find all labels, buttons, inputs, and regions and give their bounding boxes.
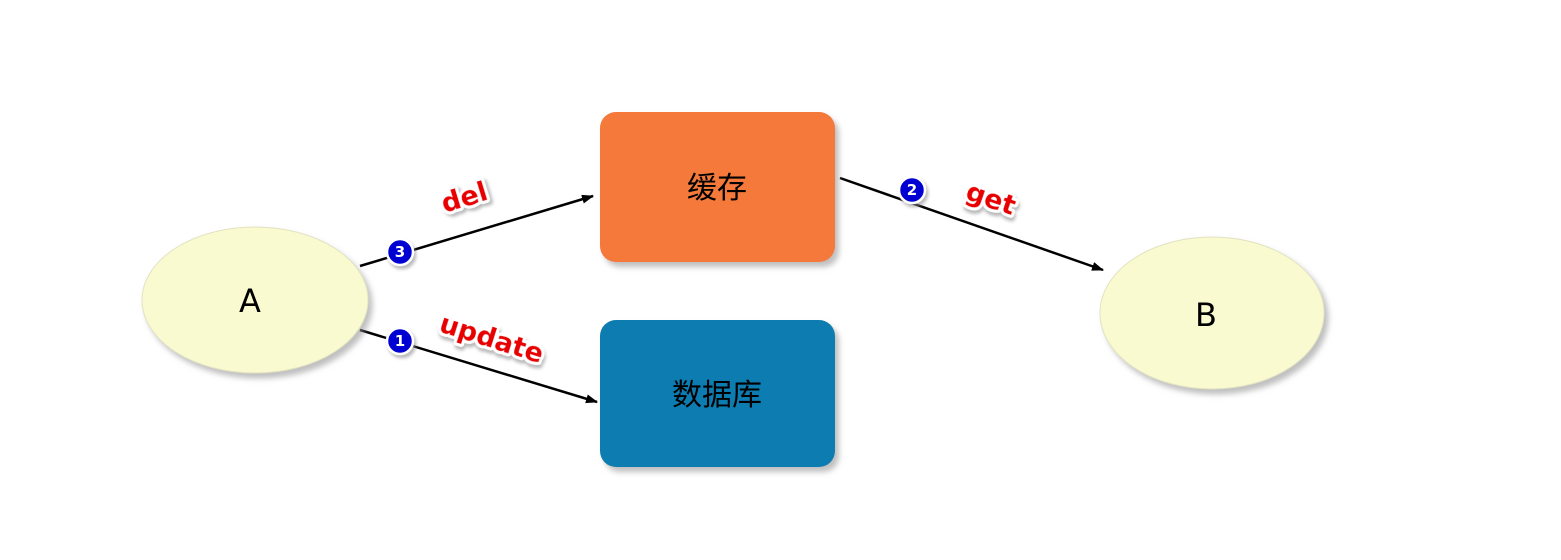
step-badge-2-circle xyxy=(897,175,927,205)
node-database: 数据库 xyxy=(600,320,835,467)
node-b: B xyxy=(1099,236,1325,390)
node-a: A xyxy=(141,226,369,374)
node-cache-label: 缓存 xyxy=(687,171,747,206)
edge-update-label: update xyxy=(436,308,548,370)
step-badge-2: 2 xyxy=(897,175,927,205)
node-cache-shape xyxy=(600,112,835,262)
step-badge-3: 3 xyxy=(385,237,415,267)
edge-get-label: get xyxy=(962,176,1020,222)
step-badge-3-number: 3 xyxy=(395,243,405,261)
edge-del-label: del xyxy=(438,176,492,219)
node-b-label: B xyxy=(1195,296,1217,334)
edge-cache-to-b xyxy=(839,176,1104,272)
step-badge-1-circle xyxy=(385,326,415,356)
step-badge-2-number: 2 xyxy=(907,181,917,199)
step-badge-3-circle xyxy=(385,237,415,267)
step-badge-1: 1 xyxy=(385,326,415,356)
node-b-shape xyxy=(1099,236,1325,390)
node-a-label: A xyxy=(239,282,261,320)
node-database-label: 数据库 xyxy=(672,378,762,413)
node-cache: 缓存 xyxy=(600,112,835,262)
node-database-shape xyxy=(600,320,835,467)
step-badge-1-number: 1 xyxy=(395,332,405,350)
edge-get-line xyxy=(839,176,1104,272)
node-a-shape xyxy=(141,226,369,374)
